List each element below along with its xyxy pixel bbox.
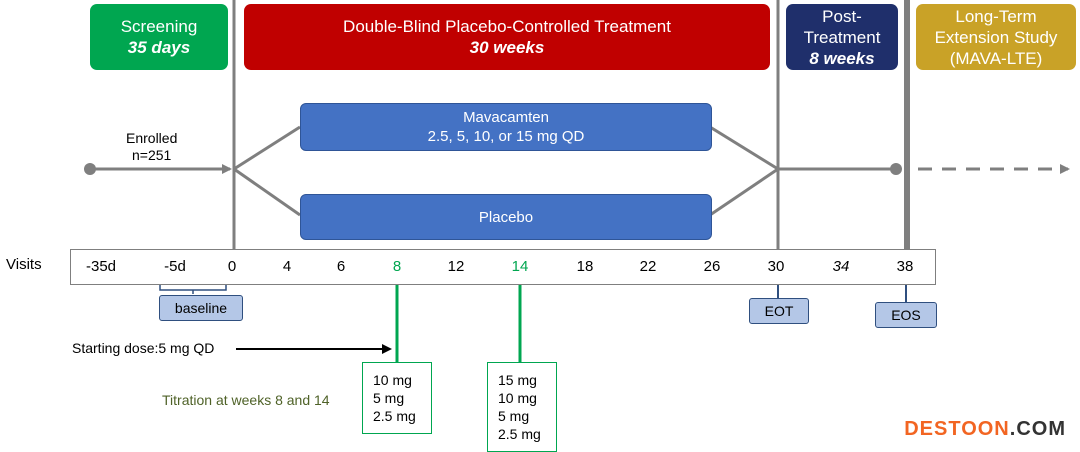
week8-dose-options: 10 mg 5 mg 2.5 mg — [362, 362, 432, 434]
visit-tick: 38 — [896, 258, 914, 275]
phase-screening-duration: 35 days — [127, 38, 191, 57]
visit-tick: 6 — [336, 258, 346, 275]
phase-lte-line2: Extension Study — [934, 27, 1058, 47]
phase-lte-line1: Long-Term — [955, 6, 1037, 26]
week8-option: 10 mg — [373, 372, 412, 388]
phase-screening: Screening 35 days — [90, 4, 228, 70]
phase-treatment-title: Double-Blind Placebo-Controlled Treatmen… — [343, 17, 671, 36]
week8-option: 2.5 mg — [373, 408, 416, 424]
enrolled-text: Enrolled — [126, 130, 178, 146]
eos-dot — [890, 163, 902, 175]
visits-timeline — [70, 249, 936, 285]
phase-post-duration: 8 weeks — [809, 48, 875, 68]
watermark-brand: DESTOON — [904, 418, 1010, 440]
arm-mavacamten: Mavacamten 2.5, 5, 10, or 15 mg QD — [300, 103, 712, 151]
week14-option: 5 mg — [498, 408, 530, 424]
visit-tick: 26 — [703, 258, 721, 275]
eot-tag: EOT — [749, 298, 809, 324]
arm-placebo: Placebo — [300, 194, 712, 240]
visit-tick: 8 — [392, 258, 402, 275]
visit-tick: 12 — [447, 258, 465, 275]
visit-tick: -5d — [164, 258, 186, 275]
phase-treatment: Double-Blind Placebo-Controlled Treatmen… — [244, 4, 770, 70]
visit-tick: 14 — [511, 258, 529, 275]
enrolled-label: Enrolled n=251 — [126, 130, 177, 164]
titration-label: Titration at weeks 8 and 14 — [162, 392, 330, 408]
watermark-dot: . — [1009, 418, 1017, 440]
starting-dose-label: Starting dose:5 mg QD — [72, 340, 215, 356]
watermark-logo: DESTOON.COM — [904, 418, 1066, 441]
baseline-tag: baseline — [159, 295, 243, 321]
phase-treatment-duration: 30 weeks — [469, 38, 545, 57]
watermark-tld: COM — [1016, 418, 1066, 440]
branch-to-drug — [233, 125, 301, 171]
eos-tag: EOS — [875, 302, 937, 328]
week14-option: 2.5 mg — [498, 426, 541, 442]
phase-lte: Long-Term Extension Study (MAVA-LTE) — [916, 4, 1076, 70]
baseline-bracket — [159, 285, 227, 294]
visit-tick: 22 — [639, 258, 657, 275]
phase-post-line1: Post- — [822, 6, 862, 26]
visit-tick: 34 — [832, 258, 850, 275]
merge-from-placebo — [709, 167, 779, 217]
week14-option: 15 mg — [498, 372, 537, 388]
visit-tick: 0 — [227, 258, 237, 275]
week8-option: 5 mg — [373, 390, 405, 406]
phase-post-treatment: Post- Treatment 8 weeks — [786, 4, 898, 70]
visits-label: Visits — [6, 256, 42, 273]
phase-post-line2: Treatment — [803, 27, 881, 47]
visit-tick: 4 — [282, 258, 292, 275]
enrolled-count: n=251 — [132, 147, 172, 163]
week14-option: 10 mg — [498, 390, 537, 406]
week14-dose-options: 15 mg 10 mg 5 mg 2.5 mg — [487, 362, 557, 452]
branch-to-placebo — [233, 167, 301, 217]
arm-mavacamten-dose: 2.5, 5, 10, or 15 mg QD — [427, 128, 585, 145]
phase-lte-line3: (MAVA-LTE) — [949, 48, 1043, 68]
visit-tick: -35d — [85, 258, 117, 275]
phase-screening-title: Screening — [120, 17, 198, 36]
arm-mavacamten-name: Mavacamten — [463, 109, 549, 126]
visit-tick: 18 — [576, 258, 594, 275]
visit-tick: 30 — [767, 258, 785, 275]
merge-from-drug — [709, 125, 779, 171]
arm-placebo-name: Placebo — [478, 208, 534, 226]
